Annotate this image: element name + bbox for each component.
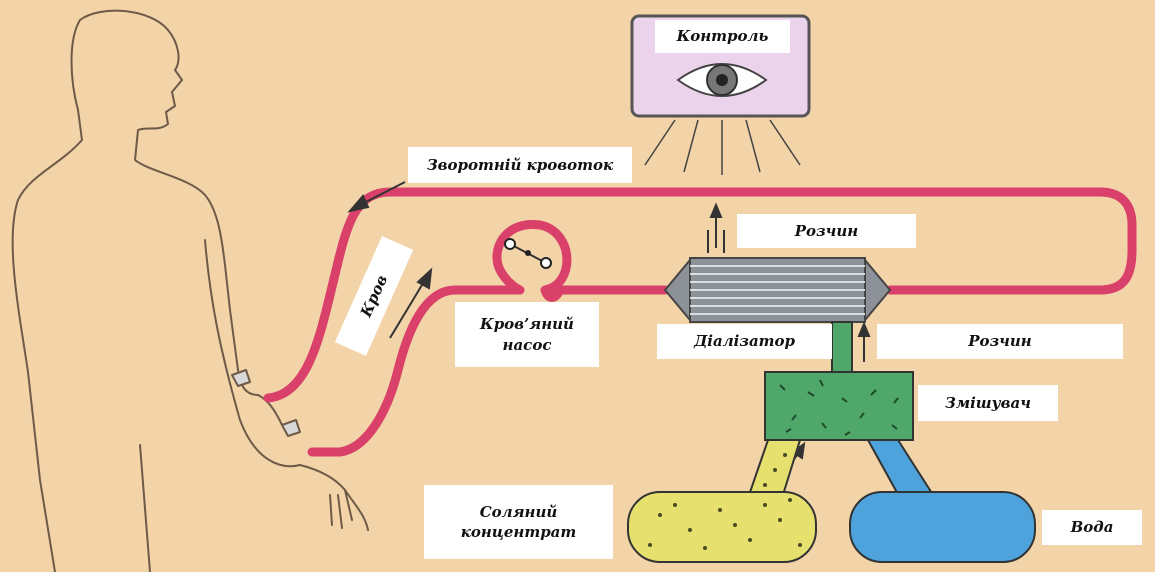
human-figure (11, 9, 369, 572)
solution-top-label: Розчин (737, 214, 916, 248)
mixer-label: Змішувач (918, 385, 1058, 421)
mixer (764, 321, 914, 441)
control-label: Контроль (655, 20, 790, 53)
dialyzer-label: Діалізатор (657, 324, 832, 359)
blood-tubing (263, 187, 1137, 457)
dialyzer (663, 257, 892, 323)
solution-right-label: Розчин (877, 324, 1123, 359)
monitor-light-rays (644, 119, 801, 175)
water-tank (849, 439, 1036, 563)
pump-rotor (504, 238, 552, 269)
salt-concentrate-label: Соляний концентрат (424, 485, 613, 559)
salt-concentrate-tank (627, 439, 817, 563)
return-flow-label: Зворотній кровоток (408, 147, 632, 183)
blood-pump-label: Кров’яний насос (455, 302, 599, 367)
water-label: Вода (1042, 510, 1142, 545)
eye-icon (676, 63, 768, 97)
